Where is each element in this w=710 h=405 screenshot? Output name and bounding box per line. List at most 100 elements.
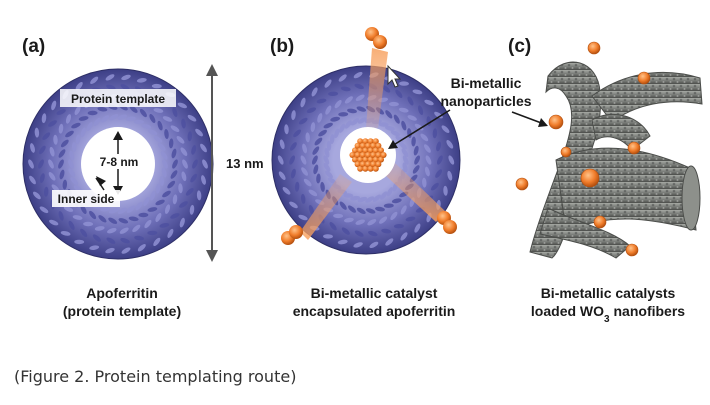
encapsulated-nanoparticle <box>349 138 387 172</box>
helix-strands <box>277 71 455 249</box>
helix-segment <box>375 206 385 212</box>
helix-segment <box>382 85 391 93</box>
helix-segment <box>323 122 333 129</box>
helix-segment <box>119 227 129 234</box>
helix-segment <box>414 155 421 165</box>
helix-segment <box>355 94 365 101</box>
helix-segment <box>151 83 162 89</box>
metal-atom <box>370 161 377 168</box>
helix-segment <box>162 116 173 122</box>
helix-segment <box>448 155 455 165</box>
helix-segment <box>34 127 40 138</box>
helix-segment <box>29 175 36 185</box>
helix-segment <box>369 241 379 249</box>
helix-segment <box>180 147 188 156</box>
helix-segment <box>441 125 450 134</box>
helix-segment <box>93 117 101 127</box>
helix-segment <box>30 143 35 153</box>
helix-segment <box>338 112 349 117</box>
metal-atom <box>365 161 371 168</box>
helix-segment <box>121 74 131 81</box>
metal-atom <box>372 138 379 145</box>
helix-segment <box>372 194 381 202</box>
helix-segment <box>339 123 346 133</box>
helix-segment <box>72 215 83 220</box>
metal-atom <box>380 152 387 158</box>
helix-segment <box>135 201 143 211</box>
panel-b-caption-line2: encapsulated apoferritin <box>293 303 456 319</box>
metal-ion-dimer-top <box>365 27 387 49</box>
helix-segment <box>178 183 183 194</box>
nanoparticle <box>580 168 600 188</box>
helix-segment <box>143 196 150 207</box>
helix-segment <box>289 142 297 151</box>
helix-segment <box>305 132 310 143</box>
helix-segment <box>395 89 403 98</box>
helix-segment <box>344 120 352 129</box>
helix-segment <box>160 151 168 160</box>
helix-segment <box>97 106 108 112</box>
metal-atom <box>367 138 374 145</box>
nanoparticle <box>625 243 639 257</box>
helix-segment <box>83 221 94 227</box>
helix-segment <box>132 224 141 233</box>
helix-segment <box>106 84 116 90</box>
helix-segment <box>379 216 388 224</box>
panel-b: (b) Bi-metallic catalyst encapsu <box>270 27 461 319</box>
helix-segment <box>150 190 156 201</box>
helix-segment <box>302 143 308 154</box>
helix-segment <box>94 226 105 231</box>
helix-segment <box>326 140 332 151</box>
panel-b-label: (b) <box>270 36 294 57</box>
helix-segment <box>192 159 198 169</box>
helix-segment <box>393 223 404 229</box>
helix-segment <box>48 172 56 181</box>
helix-segment <box>68 159 74 169</box>
helix-segment <box>447 170 453 181</box>
helix-segment <box>28 159 34 169</box>
helix-segment <box>78 116 89 121</box>
helix-segment <box>344 96 353 104</box>
helix-segment <box>425 155 432 165</box>
panel-a-label: (a) <box>22 36 45 57</box>
nanoparticle <box>515 177 529 191</box>
nanoparticle <box>593 215 607 229</box>
helix-segment <box>365 208 376 214</box>
helix-segment <box>278 171 286 180</box>
helix-segment <box>313 164 319 175</box>
helix-segment <box>412 89 423 95</box>
helix-segment <box>75 81 83 91</box>
helix-segment <box>353 71 363 79</box>
helix-segment <box>432 128 438 139</box>
helix-segment <box>153 108 164 113</box>
helix-segment <box>161 167 167 178</box>
helix-segment <box>179 201 188 208</box>
helix-segment <box>446 140 454 149</box>
helix-segment <box>69 150 75 161</box>
helix-segment <box>121 247 131 254</box>
helix-segment <box>385 110 393 119</box>
helix-segment <box>424 99 434 106</box>
helix-segment <box>89 245 100 251</box>
helix-segment <box>200 143 207 153</box>
helix-segment <box>308 204 314 215</box>
helix-segment <box>181 171 187 182</box>
helix-segment <box>412 165 420 174</box>
helix-segment <box>318 129 327 137</box>
helix-segment <box>118 218 129 224</box>
panel-a-caption-line1: Apoferritin <box>86 285 158 301</box>
nanoparticle <box>627 141 641 155</box>
metal-atom <box>354 152 361 158</box>
helix-segment <box>53 134 58 145</box>
helix-segment <box>191 145 197 155</box>
metal-atom <box>362 165 369 172</box>
helix-segment <box>436 155 443 165</box>
helix-segment <box>167 180 176 189</box>
helix-segment <box>430 182 439 191</box>
helix-segment <box>60 231 71 236</box>
helix-segment <box>324 147 330 158</box>
helix-segment <box>89 210 97 220</box>
helix-segment <box>323 163 331 172</box>
helix-segment <box>167 228 174 238</box>
helix-segment <box>48 120 57 127</box>
